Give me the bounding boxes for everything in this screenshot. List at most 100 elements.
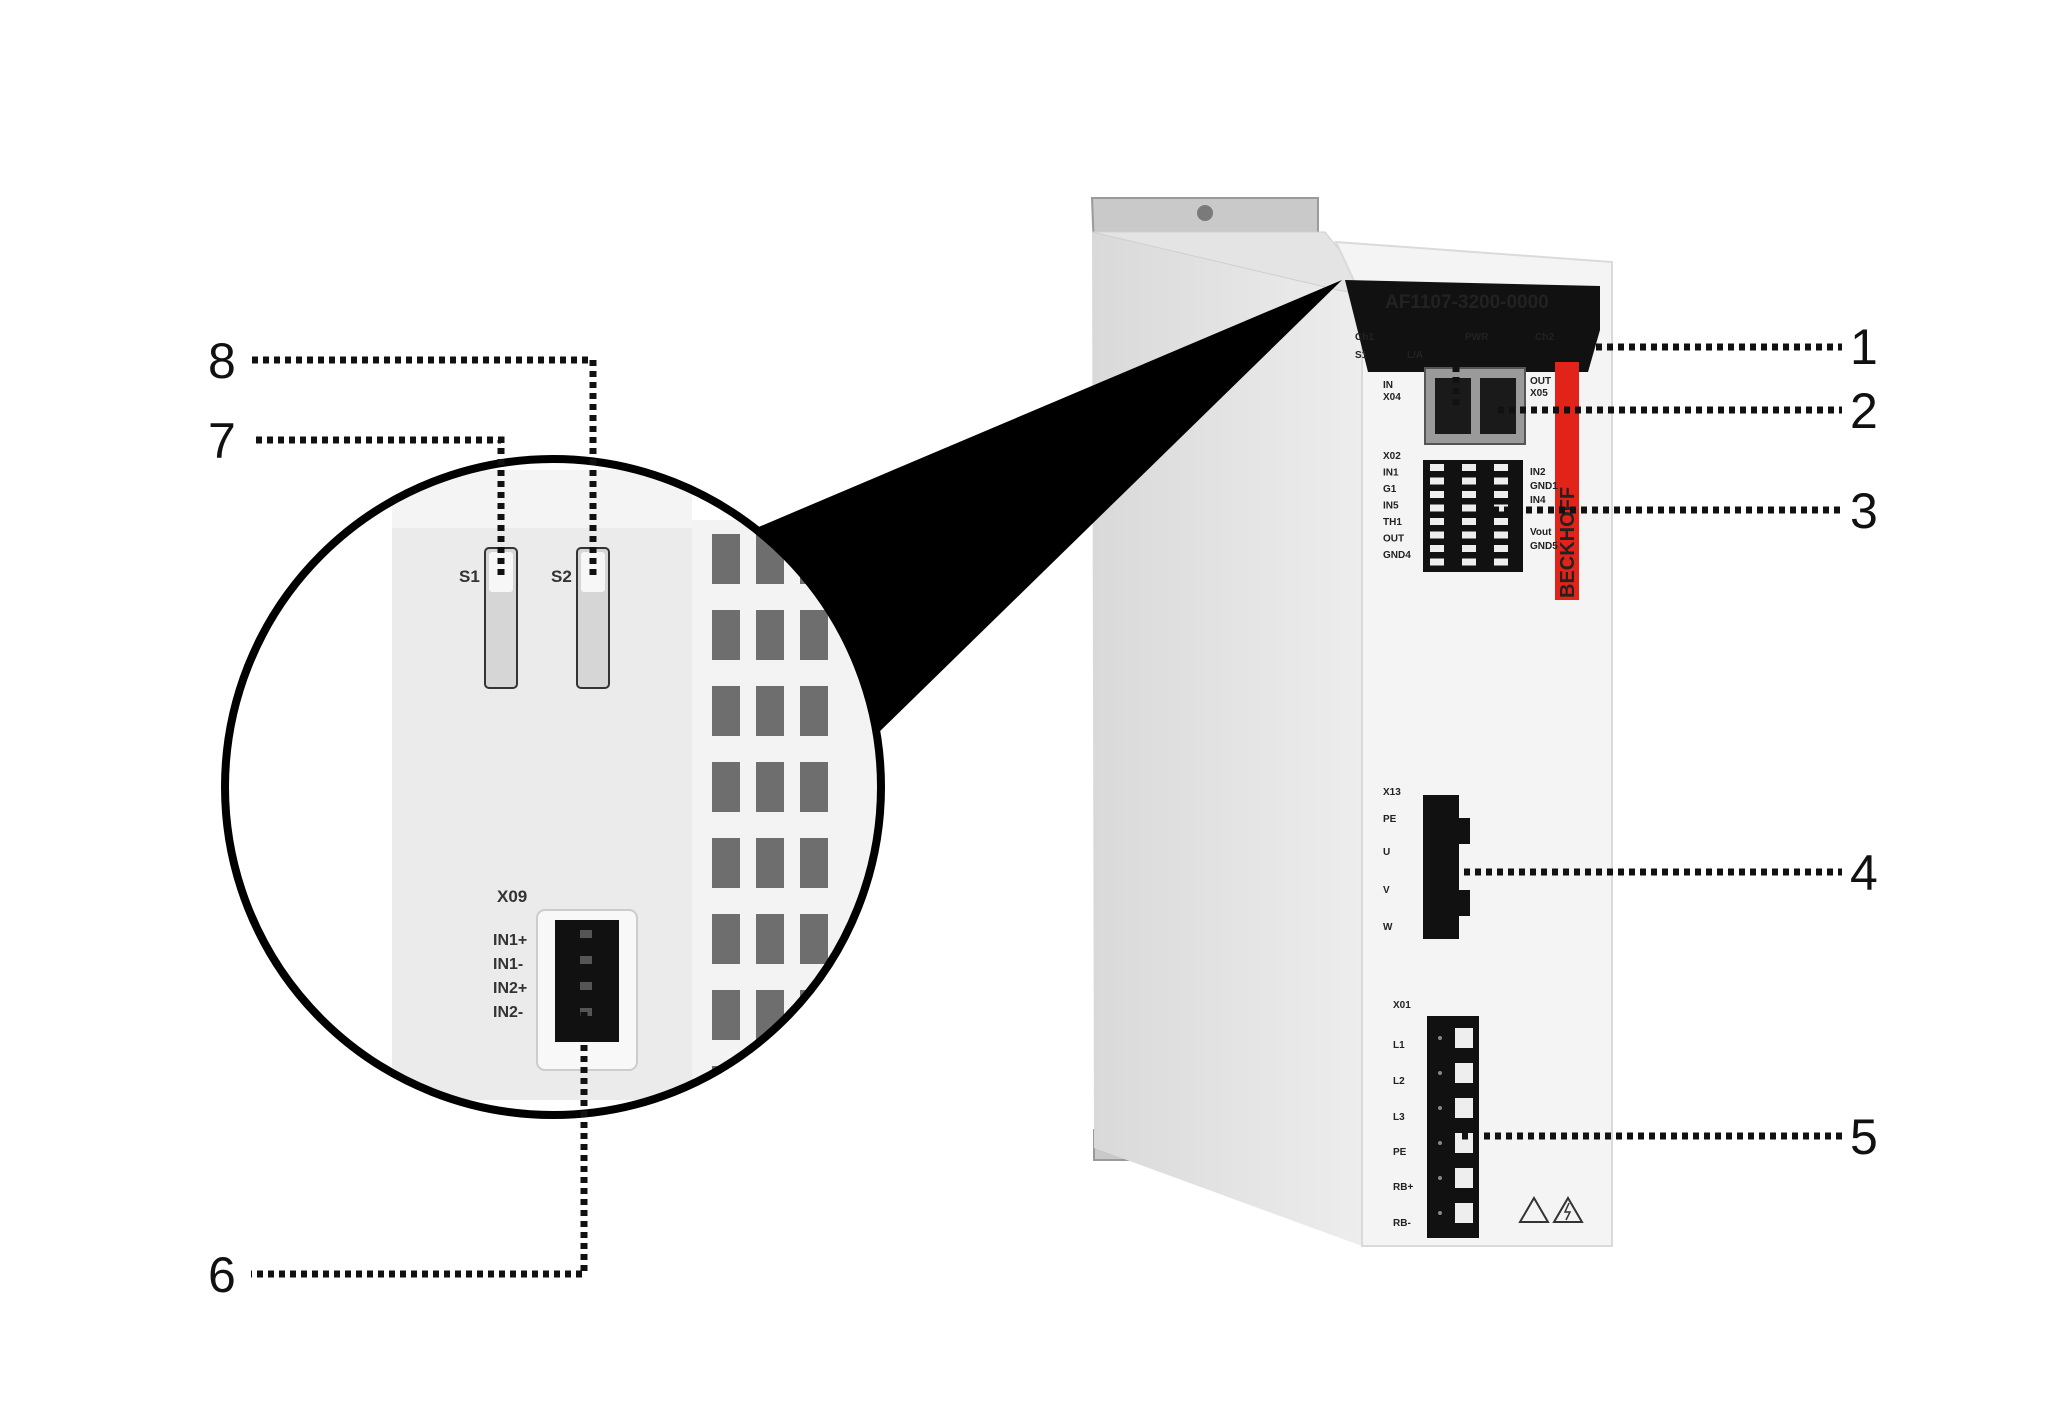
io-pin [1494,531,1508,539]
io-left-label: IN1 [1383,468,1399,479]
mains-connector [1427,1016,1479,1238]
mains-pin [1455,1063,1473,1083]
callout-4: 4 [1850,845,1878,901]
x09-label: X09 [497,887,527,906]
vent-cell [756,610,784,660]
port-x05[interactable] [1480,378,1516,434]
x09-pin [580,982,592,990]
x09-pin-label: IN2- [493,1004,523,1021]
vent-cell [756,762,784,812]
vent-cell [800,838,828,888]
io-pin [1462,558,1476,566]
io-block[interactable] [1423,460,1523,572]
led-ch2: Ch2 [1535,332,1554,343]
callout-6: 6 [208,1247,236,1303]
x09-pin-label: IN2+ [493,980,527,997]
warning-hot-surface-icon [1518,1196,1550,1223]
motor-label: W [1383,922,1393,933]
vent-cell [800,686,828,736]
io-pin [1430,477,1444,485]
vent-cell [712,686,740,736]
mains-pin [1455,1168,1473,1188]
callout-line-6 [251,990,588,1278]
callout-5: 5 [1850,1109,1878,1165]
x09-connector[interactable] [555,920,619,1042]
mains-pin [1455,1203,1473,1223]
motor-label: X13 [1383,787,1401,798]
io-pin [1494,477,1508,485]
io-pin [1462,464,1476,471]
mains-pin [1455,1028,1473,1048]
mains-label: L1 [1393,1040,1405,1051]
io-left-label: G1 [1383,484,1397,495]
warning-high-voltage-icon [1552,1196,1584,1223]
io-right-label: IN2 [1530,467,1546,478]
io-pin [1462,504,1476,512]
vent-cell [712,838,740,888]
ethernet-ports: IN X04 OUT X05 [1383,367,1551,445]
callout-line-7 [251,436,505,575]
mains-screw [1438,1141,1442,1145]
io-left-label: OUT [1383,534,1404,545]
io-pin [1430,558,1444,566]
brand-label: BECKHOFF [1557,487,1579,598]
mounting-hole [1197,205,1213,221]
vent-cell [800,762,828,812]
port-x05-label: X05 [1530,388,1548,399]
io-pin [1494,491,1508,498]
callout-lines [251,343,1842,1278]
io-pin [1430,531,1444,539]
vent-cell [712,610,740,660]
io-left-label: TH1 [1383,517,1402,528]
io-right-label: IN4 [1530,495,1546,506]
callout-line-8 [251,356,597,575]
callout-2: 2 [1850,383,1878,439]
mains-screw [1438,1071,1442,1075]
zoom-cone [735,280,1342,736]
vent-cell [756,838,784,888]
mains-screw [1438,1211,1442,1215]
io-pin [1430,545,1444,552]
vent-cell [756,914,784,964]
callout-8: 8 [208,333,236,389]
io-pin [1462,545,1476,552]
io-pin [1494,464,1508,471]
led-ch1: Ch1 [1355,332,1374,343]
io-pin [1494,545,1508,552]
motor-label: U [1383,847,1390,858]
vent-cell [712,990,740,1040]
motor-label: V [1383,885,1390,896]
mains-plug[interactable] [1427,1016,1479,1238]
mains-label: RB- [1393,1218,1411,1229]
io-pin [1462,531,1476,539]
vent-cell [712,762,740,812]
mains-screw [1438,1106,1442,1110]
mains-label: PE [1393,1147,1407,1158]
port-x04-label: X04 [1383,392,1401,403]
io-right-label: GND1 [1530,481,1558,492]
motor-plug[interactable] [1423,795,1459,939]
io-pin [1494,504,1508,512]
io-pin [1430,518,1444,525]
io-pin [1494,518,1508,525]
vent-cell [756,686,784,736]
led-la: L/A [1407,350,1423,361]
switch-s2-label: S2 [551,567,572,586]
zoom-ring [221,455,885,1119]
callout-line-1 [1452,343,1842,405]
side-panel [1092,232,1362,1246]
led-s1: S1 [1355,350,1368,361]
port-x04[interactable] [1435,378,1471,434]
mains-pin [1455,1098,1473,1118]
x09-pin-label: IN1- [493,956,523,973]
motor-connector [1423,795,1470,939]
x09-pin-label: IN1+ [493,932,527,949]
mains-label: L2 [1393,1076,1405,1087]
mains-label: L3 [1393,1112,1405,1123]
io-left-label: GND4 [1383,550,1411,561]
io-pin [1430,464,1444,471]
callout-3: 3 [1850,483,1878,539]
brand-strip [1555,362,1579,600]
